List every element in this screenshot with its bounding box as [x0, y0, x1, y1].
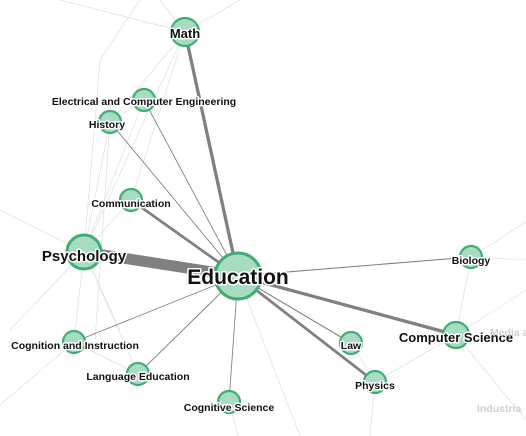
- node-circle-math[interactable]: [169, 16, 201, 48]
- edge-education-cognition: [73, 275, 239, 343]
- node-circle-language[interactable]: [125, 361, 151, 387]
- node-label-cs: Computer Science: [399, 330, 513, 345]
- node-label-cognition: Cognition and Instruction: [11, 340, 139, 352]
- node-label-law: Law: [341, 340, 362, 352]
- node-language[interactable]: Language Education: [85, 361, 191, 387]
- node-circle-psychology[interactable]: [65, 233, 103, 271]
- background-edge: [83, 121, 111, 253]
- edge-education-ece: [143, 99, 239, 277]
- node-circle-physics[interactable]: [362, 369, 388, 395]
- node-circle-cognition[interactable]: [61, 329, 87, 355]
- node-label-history: History: [89, 119, 125, 131]
- node-label-ece: Electrical and Computer Engineering: [52, 96, 236, 108]
- node-ece[interactable]: Electrical and Computer Engineering: [50, 87, 238, 113]
- node-label-psychology: Psychology: [42, 248, 127, 265]
- node-label-biology: Biology: [452, 255, 491, 267]
- node-biology[interactable]: Biology: [450, 244, 492, 270]
- edge-education-math: [183, 31, 240, 277]
- node-circle-history[interactable]: [97, 109, 123, 135]
- node-math[interactable]: Math: [168, 16, 202, 48]
- background-edge: [455, 334, 526, 421]
- ghost-node-label-media: Media a: [490, 327, 526, 339]
- node-cognition[interactable]: Cognition and Instruction: [10, 329, 140, 355]
- background-edge: [237, 275, 301, 436]
- node-label-language: Language Education: [86, 371, 189, 383]
- node-label-math: Math: [170, 26, 200, 41]
- node-law[interactable]: Law: [338, 330, 364, 356]
- background-edge: [83, 99, 145, 253]
- background-edge: [374, 334, 457, 383]
- node-history[interactable]: History: [87, 109, 127, 135]
- edge-education-biology: [237, 256, 472, 277]
- background-edge: [130, 31, 186, 201]
- background-edge: [0, 341, 75, 406]
- edge-education-history: [109, 121, 239, 277]
- background-edge: [99, 0, 141, 61]
- node-label-education: Education: [187, 266, 289, 289]
- background-edge: [83, 59, 101, 253]
- edges: [73, 31, 472, 403]
- node-label-cogsci: Cognitive Science: [184, 402, 275, 414]
- node-circle-law[interactable]: [338, 330, 364, 356]
- node-psychology[interactable]: Psychology: [40, 233, 128, 271]
- edge-education-cs: [237, 274, 457, 337]
- node-circle-ece[interactable]: [131, 87, 157, 113]
- background-edge: [109, 31, 186, 123]
- node-cogsci[interactable]: Cognitive Science: [182, 389, 276, 416]
- node-circle-education[interactable]: [213, 251, 263, 301]
- node-education[interactable]: Education: [186, 251, 290, 301]
- node-circle-cogsci[interactable]: [216, 389, 242, 415]
- edge-education-psychology: [83, 246, 239, 282]
- node-cs[interactable]: Computer Science: [397, 320, 515, 350]
- node-circle-communication[interactable]: [118, 187, 144, 213]
- background-edge: [83, 31, 186, 253]
- ghost-node-label-industrial: Industria: [477, 403, 521, 415]
- background-edge: [59, 0, 186, 33]
- node-communication[interactable]: Communication: [90, 187, 172, 213]
- ghost-nodes: Media a Industria: [477, 327, 526, 415]
- node-label-communication: Communication: [91, 198, 170, 210]
- node-physics[interactable]: Physics: [354, 369, 397, 395]
- node-circle-cs[interactable]: [441, 320, 471, 350]
- node-circle-biology[interactable]: [458, 244, 484, 270]
- node-label-physics: Physics: [355, 380, 395, 392]
- edge-education-physics: [237, 274, 376, 384]
